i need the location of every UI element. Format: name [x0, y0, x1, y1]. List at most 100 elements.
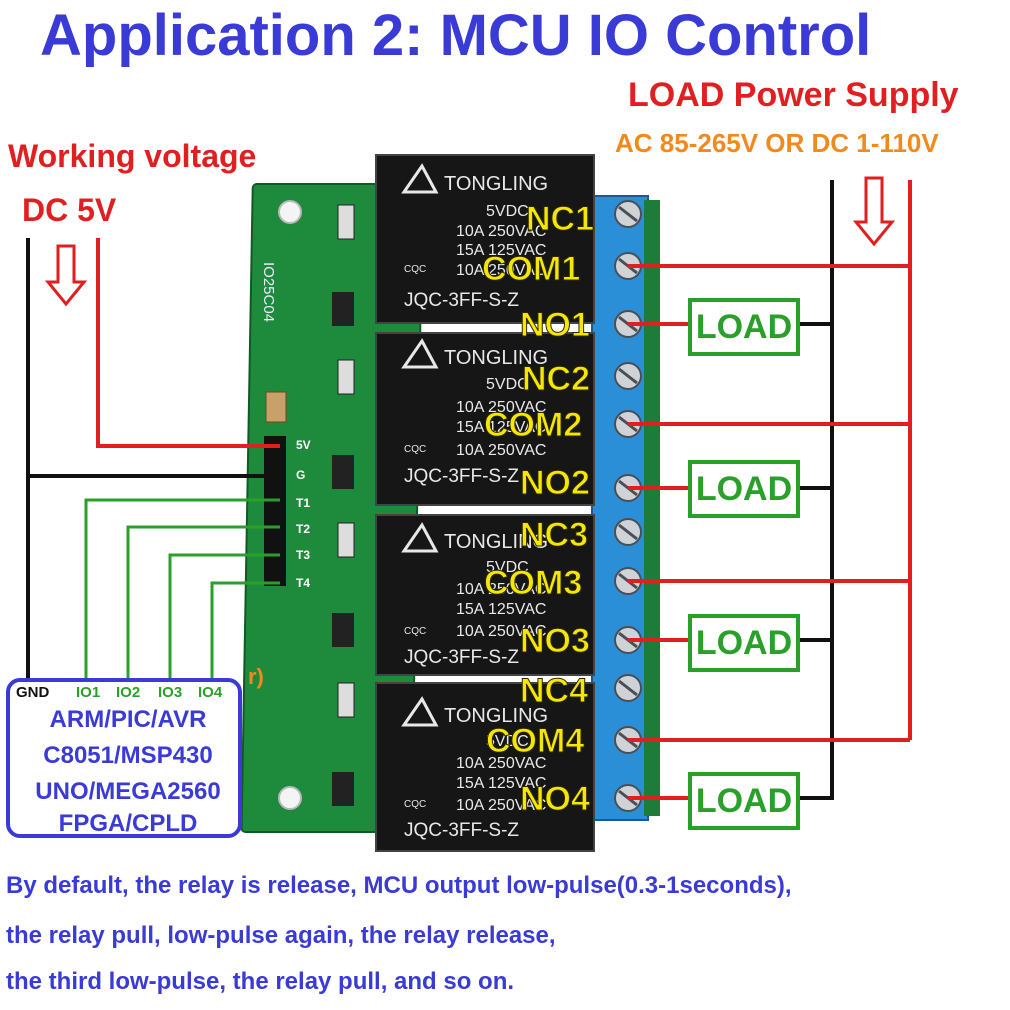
relay-4-cqc: CQC [404, 799, 426, 810]
terminal-label-nc2: NC2 [521, 360, 591, 399]
relay-4-5vdc: 5VDC [486, 733, 529, 750]
smd-component [337, 522, 355, 558]
terminal-screw-slot [618, 367, 638, 385]
terminal-label-no1: NO1 [520, 306, 591, 345]
mcu-box: GND IO1 IO2 IO3 IO4 ARM/PIC/AVR C8051/MS… [6, 678, 242, 838]
load-box-1: LOAD [688, 298, 800, 356]
mcu-io2-label: IO2 [116, 684, 141, 701]
relay-3-logo-icon [401, 522, 439, 553]
relay-1-brand: TONGLING [444, 173, 548, 195]
wire-io1 [84, 498, 280, 688]
relay-4-model: JQC-3FF-S-Z [404, 820, 519, 841]
mcu-io3-label: IO3 [158, 684, 183, 701]
down-arrow-icon [852, 176, 896, 247]
mount-hole-bottom [278, 786, 302, 810]
relay-2-rating-ac125: 15A 125VAC [456, 419, 546, 436]
terminal-label-com2: COM2 [483, 406, 583, 445]
load-power-supply-title: LOAD Power Supply [628, 76, 959, 114]
relay-2-brand: TONGLING [444, 347, 548, 369]
terminal-label-nc1: NC1 [525, 200, 595, 239]
relay-1-5vdc: 5VDC [486, 203, 529, 220]
terminal-screw-slot [618, 679, 638, 697]
terminal-label-no3: NO3 [520, 622, 591, 661]
terminal-label-no4: NO4 [520, 780, 591, 819]
pin-label-g: G [296, 468, 306, 482]
pin-label-t1: T1 [296, 496, 311, 510]
smd-capacitor [265, 391, 287, 423]
pin-label-t3: T3 [296, 548, 311, 562]
wire-io4 [210, 581, 280, 688]
relay-1-logo-icon [401, 163, 439, 194]
wire-io2 [126, 525, 280, 688]
load-power-supply-range: AC 85-265V OR DC 1-110V [615, 128, 939, 158]
transistor [332, 613, 354, 647]
relay-4-brand: TONGLING [444, 705, 548, 727]
load-box-3: LOAD [688, 614, 800, 672]
relay-2-cqc: CQC [404, 444, 426, 455]
smd-component [337, 204, 355, 240]
relay-3-brand: TONGLING [444, 531, 548, 553]
smd-component [337, 359, 355, 395]
relay-3-5vdc: 5VDC [486, 559, 529, 576]
mcu-gnd-label: GND [16, 684, 50, 701]
relay-3-cqc: CQC [404, 626, 426, 637]
relay-2-logo-icon [401, 338, 439, 369]
terminal-block [591, 195, 649, 821]
board-code: IO25C04 [260, 262, 277, 322]
terminal-label-com3: COM3 [483, 564, 583, 603]
working-voltage-value: DC 5V [22, 192, 117, 228]
terminal-block-edge [644, 200, 660, 816]
relay-2-rating-ac250b: 10A 250VAC [456, 442, 546, 459]
relay-4-rating-ac250b: 10A 250VAC [456, 797, 546, 814]
terminal-label-nc4: NC4 [519, 672, 589, 711]
working-voltage-title: Working voltage [8, 138, 257, 174]
relay-1-rating-ac125: 15A 125VAC [456, 242, 546, 259]
relay-1-model: JQC-3FF-S-Z [404, 290, 519, 311]
mcu-io4-label: IO4 [198, 684, 223, 701]
relay-3-rating-ac125: 15A 125VAC [456, 601, 546, 618]
relay-2 [375, 332, 595, 506]
mcu-line-4: FPGA/CPLD [58, 810, 198, 837]
relay-3-rating-ac250b: 10A 250VAC [456, 623, 546, 640]
page-title: Application 2: MCU IO Control [40, 3, 872, 68]
wire-io3 [168, 553, 280, 688]
pin-header [264, 436, 286, 586]
relay-3 [375, 514, 595, 676]
terminal-label-nc3: NC3 [519, 516, 589, 555]
load-box-2: LOAD [688, 460, 800, 518]
mcu-line-2: C8051/MSP430 [43, 742, 213, 769]
smd-component [337, 682, 355, 718]
description-line-2: the relay pull, low-pulse again, the rel… [6, 922, 556, 949]
mcu-line-3: UNO/MEGA2560 [35, 778, 221, 805]
transistor [332, 292, 354, 326]
transistor [332, 772, 354, 806]
mcu-io1-label: IO1 [76, 684, 101, 701]
relay-1 [375, 154, 595, 324]
down-arrow-icon [44, 244, 88, 307]
terminal-screw-slot [618, 523, 638, 541]
relay-4-rating-ac125: 15A 125VAC [456, 775, 546, 792]
relay-2-5vdc: 5VDC [486, 376, 529, 393]
relay-4-logo-icon [401, 696, 439, 727]
description-line-3: the third low-pulse, the relay pull, and… [6, 968, 515, 995]
terminal-label-no2: NO2 [520, 464, 591, 503]
pin-label-t2: T2 [296, 522, 311, 536]
terminal-label-com4: COM4 [485, 722, 585, 761]
relay-1-cqc: CQC [404, 264, 426, 275]
description-line-1: By default, the relay is release, MCU ou… [6, 872, 792, 899]
mount-hole-top [278, 200, 302, 224]
mcu-line-1: ARM/PIC/AVR [49, 706, 207, 733]
load-box-4: LOAD [688, 772, 800, 830]
terminal-screw-slot [618, 205, 638, 223]
wire-5v [96, 238, 280, 448]
relay-3-rating-ac250: 10A 250VAC [456, 581, 546, 598]
transistor [332, 455, 354, 489]
relay-4-rating-ac250: 10A 250VAC [456, 755, 546, 772]
relay-3-model: JQC-3FF-S-Z [404, 647, 519, 668]
relay-2-model: JQC-3FF-S-Z [404, 466, 519, 487]
pin-label-t4: T4 [296, 576, 311, 590]
partial-label: r) [248, 664, 264, 689]
relay-1-rating-ac250b: 10A 250VAC [456, 262, 546, 279]
terminal-label-com1: COM1 [481, 250, 581, 289]
